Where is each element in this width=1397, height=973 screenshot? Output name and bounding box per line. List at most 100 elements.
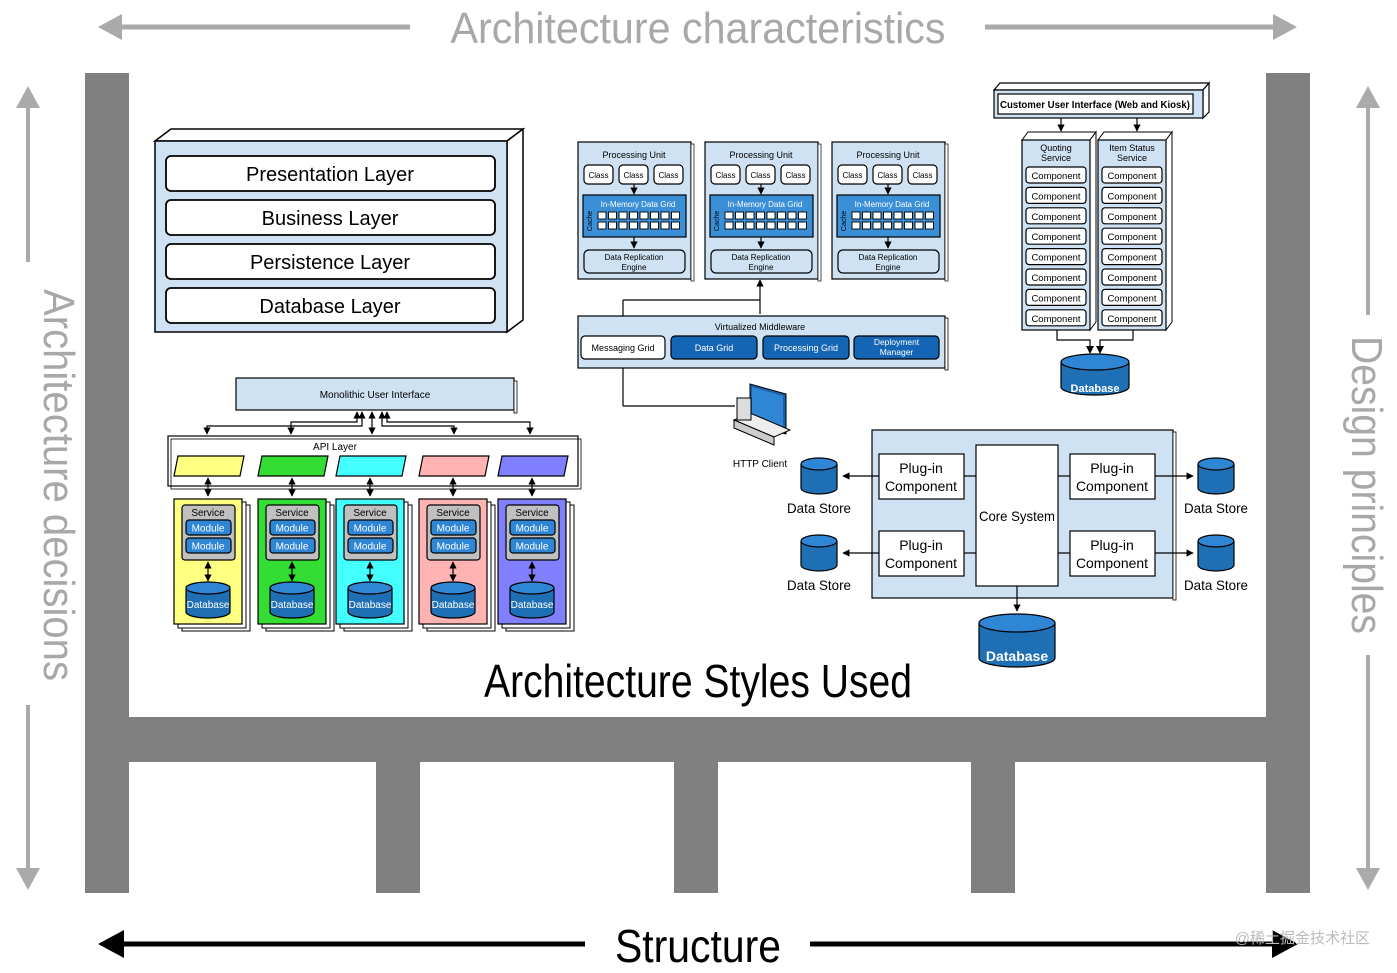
service-column: Item StatusServiceComponentComponentComp…	[1097, 130, 1173, 332]
service-based-architecture: Customer User Interface (Web and Kiosk) …	[992, 81, 1211, 396]
http-client-icon	[732, 383, 792, 446]
plugin-label-line1: Plug-in	[899, 460, 943, 476]
module-label: Module	[437, 524, 470, 535]
component-box	[1101, 288, 1163, 306]
service-database-icon	[1060, 353, 1130, 396]
api-endpoint	[173, 455, 245, 477]
component-label: Component	[1107, 191, 1156, 202]
api-endpoint	[335, 455, 407, 477]
label-structure: Structure	[615, 920, 781, 972]
cache-cell	[724, 211, 734, 220]
data-grid-label: In-Memory Data Grid	[855, 200, 930, 209]
class-label: Class	[842, 171, 862, 180]
module-label: Module	[516, 524, 549, 535]
data-store-label: Data Store	[787, 577, 851, 593]
cache-cell	[883, 211, 892, 220]
module-label: Module	[192, 542, 225, 553]
module-box	[430, 519, 477, 536]
microservice-database-label: Database	[187, 600, 230, 611]
component-box	[1101, 207, 1163, 225]
class-label: Class	[715, 171, 735, 180]
microservice-database-icon	[430, 581, 476, 619]
component-label: Component	[1107, 232, 1156, 243]
service-name-line2: Service	[1041, 153, 1071, 163]
cache-cell	[650, 211, 659, 220]
component-box	[1025, 268, 1087, 286]
class-box	[710, 164, 741, 185]
layer-box	[165, 199, 496, 236]
cache-cell	[904, 211, 913, 220]
core-system-label: Core System	[979, 508, 1055, 524]
component-label: Component	[1107, 253, 1156, 264]
module-label: Module	[276, 524, 309, 535]
cache-cell	[904, 221, 913, 230]
component-label: Component	[1031, 314, 1080, 325]
processing-unit-title: Processing Unit	[856, 150, 920, 160]
cache-cell	[608, 211, 617, 220]
http-client-label: HTTP Client	[733, 459, 787, 470]
cache-cell	[925, 221, 934, 230]
customer-ui-title: Customer User Interface (Web and Kiosk)	[1000, 100, 1190, 111]
replication-engine	[710, 249, 813, 274]
cache-cell	[766, 211, 776, 220]
data-store-icon	[1197, 457, 1235, 495]
service-label: Service	[275, 508, 309, 519]
api-endpoint	[497, 455, 569, 477]
middleware-item-label: Messaging Grid	[591, 343, 654, 353]
cache-cell	[914, 221, 924, 230]
plugin-box	[1069, 530, 1156, 577]
class-label: Class	[750, 171, 770, 180]
service-database-label: Database	[1071, 383, 1120, 395]
middleware-item	[580, 335, 666, 360]
component-label: Component	[1031, 253, 1080, 264]
plugin-label-line1: Plug-in	[1090, 460, 1134, 476]
api-endpoint	[257, 455, 329, 477]
microservice-database-label: Database	[271, 600, 314, 611]
class-label: Class	[658, 171, 678, 180]
middleware-item	[762, 335, 850, 360]
layer-box	[165, 287, 496, 324]
plugin-label-line2: Component	[1076, 478, 1148, 494]
cache-cell	[914, 211, 924, 220]
data-grid-label: In-Memory Data Grid	[728, 200, 803, 209]
class-label: Class	[623, 171, 643, 180]
service-name-line2: Service	[1117, 153, 1147, 163]
engine-label-line2: Engine	[749, 263, 774, 272]
middleware-item-label: Deployment	[874, 337, 920, 347]
cache-cell	[597, 221, 607, 230]
component-box	[1101, 166, 1163, 184]
cache-cell	[787, 211, 797, 220]
microservice-database-icon	[269, 581, 315, 619]
cache-cell	[629, 221, 638, 230]
middleware-item	[853, 335, 940, 360]
layer-box	[165, 155, 496, 192]
middleware-item-label: Data Grid	[695, 343, 734, 353]
cache-cell	[639, 221, 649, 230]
service-name-line1: Item Status	[1109, 143, 1155, 153]
main-caption: Architecture Styles Used	[484, 655, 912, 707]
plugin-label-line1: Plug-in	[1090, 537, 1134, 553]
microservice-database-icon	[509, 581, 555, 619]
component-label: Component	[1031, 273, 1080, 284]
cache-cell	[650, 221, 659, 230]
component-box	[1025, 248, 1087, 266]
module-box	[509, 519, 556, 536]
processing-unit-title: Processing Unit	[729, 150, 793, 160]
cache-cell	[862, 211, 871, 220]
label-architecture-characteristics: Architecture characteristics	[451, 4, 946, 53]
service-label: Service	[515, 508, 549, 519]
middleware-item-label: Processing Grid	[774, 343, 838, 353]
microservice-database-icon	[185, 581, 231, 619]
component-box	[1101, 227, 1163, 245]
